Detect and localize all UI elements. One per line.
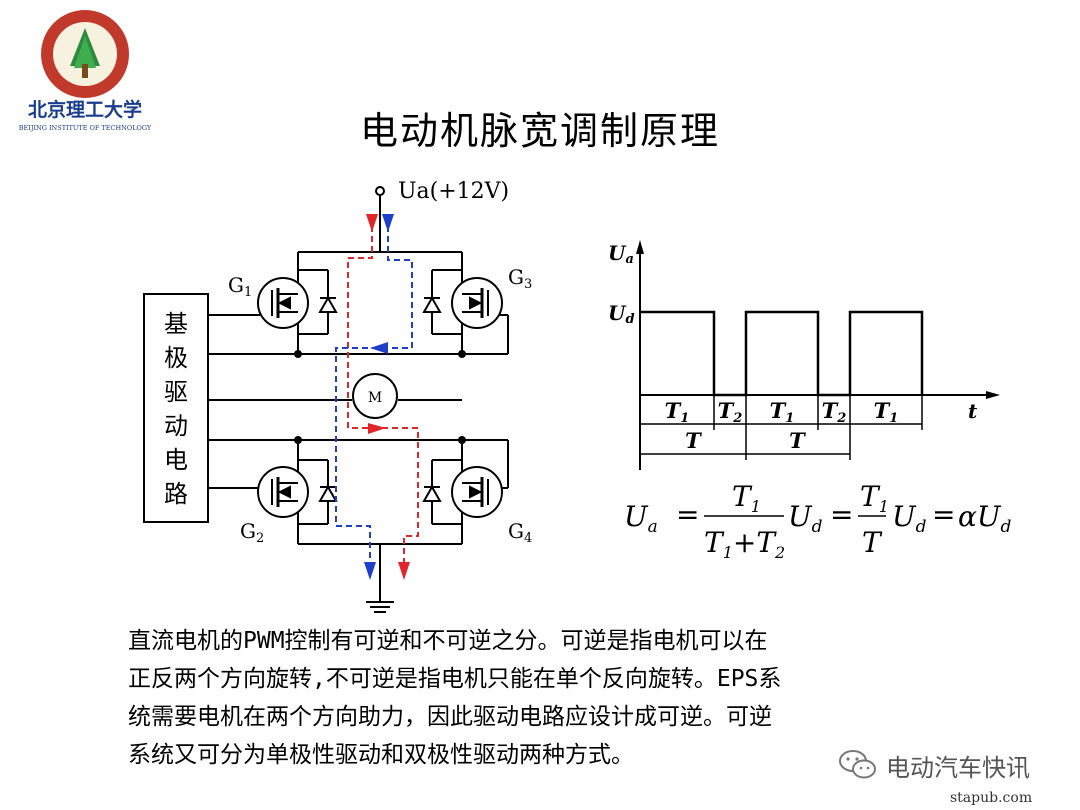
g4-label: G4 xyxy=(508,519,532,546)
interval-t1-b: T1 xyxy=(770,398,795,426)
formula-lhs: Ua xyxy=(624,500,658,537)
frac2-denominator: T xyxy=(862,526,883,559)
supply-terminal xyxy=(375,186,385,196)
driver-char-5: 电 xyxy=(164,446,188,474)
blue-arrow-in-icon xyxy=(382,214,394,232)
duty-cycle-formula: Ua = T1 T1+T2 Ud = T1 T Ud = αUd xyxy=(624,480,1012,562)
pulse-train xyxy=(640,310,924,397)
frac2-numerator: T1 xyxy=(860,480,889,516)
formula-ud-2: Ud xyxy=(892,500,927,537)
motor-icon xyxy=(352,373,398,419)
formula-eq-1: = xyxy=(676,498,699,531)
site-url: stapub.com xyxy=(950,790,1033,806)
watermark: 电动汽车快讯 xyxy=(838,745,1030,785)
driver-char-1: 基 xyxy=(164,310,188,338)
interval-t2-b: T2 xyxy=(822,398,847,426)
university-logo: 北京理工大学 BEIJING INSTITUTE OF TECHNOLOGY xyxy=(19,10,152,132)
driver-char-4: 动 xyxy=(164,412,188,440)
interval-t1-c: T1 xyxy=(874,398,899,426)
red-arrow-mid-icon xyxy=(368,423,386,434)
logo-subtitle: BEIJING INSTITUTE OF TECHNOLOGY xyxy=(19,124,152,132)
watermark-text: 电动汽车快讯 xyxy=(886,753,1030,782)
interval-t2-a: T2 xyxy=(718,398,743,426)
g2-label: G2 xyxy=(240,519,264,546)
period-t-a: T xyxy=(685,428,702,453)
driver-char-3: 驱 xyxy=(164,378,188,406)
g3-label: G3 xyxy=(508,265,532,292)
transistor-g2 xyxy=(257,459,338,525)
transistor-g3 xyxy=(422,269,503,335)
driver-char-2: 极 xyxy=(164,344,188,372)
formula-rhs: αUd xyxy=(958,500,1012,537)
formula-eq-2: = xyxy=(830,498,853,531)
motor-label: M xyxy=(368,390,382,406)
blue-arrow-out-icon xyxy=(364,562,376,580)
transistor-g1 xyxy=(257,269,338,335)
pwm-waveform-diagram: Ua Ud t T1 T2 T1 T2 T1 T T xyxy=(608,240,1000,470)
driver-char-6: 路 xyxy=(164,480,188,508)
h-bridge-circuit-diagram: Ua(+12V) M 基 极 驱 动 电 路 xyxy=(143,179,532,613)
red-arrow-out-icon xyxy=(398,562,410,580)
frac1-numerator: T1 xyxy=(732,480,761,516)
ua-axis-label: Ua xyxy=(608,241,634,267)
base-driver-box xyxy=(143,293,209,523)
formula-ud-1: Ud xyxy=(788,500,823,537)
g1-label: G1 xyxy=(228,273,252,300)
formula-eq-3: = xyxy=(932,498,955,531)
t-axis-label: t xyxy=(968,399,978,423)
frac1-denominator: T1+T2 xyxy=(704,526,785,562)
wechat-icon xyxy=(839,750,876,779)
logo-name: 北京理工大学 xyxy=(28,98,142,121)
page-title: 电动机脉宽调制原理 xyxy=(359,109,720,153)
red-arrow-in-icon xyxy=(366,214,378,232)
description-text: 直流电机的PWM控制有可逆和不可逆之分。可逆是指电机可以在 正反两个方向旋转,不… xyxy=(128,628,782,768)
transistor-g4 xyxy=(422,459,503,525)
period-t-b: T xyxy=(789,428,806,453)
interval-t1-a: T1 xyxy=(665,398,690,426)
ud-level-label: Ud xyxy=(608,301,635,327)
supply-label: Ua(+12V) xyxy=(398,179,509,204)
blue-arrow-mid-icon xyxy=(370,342,388,354)
